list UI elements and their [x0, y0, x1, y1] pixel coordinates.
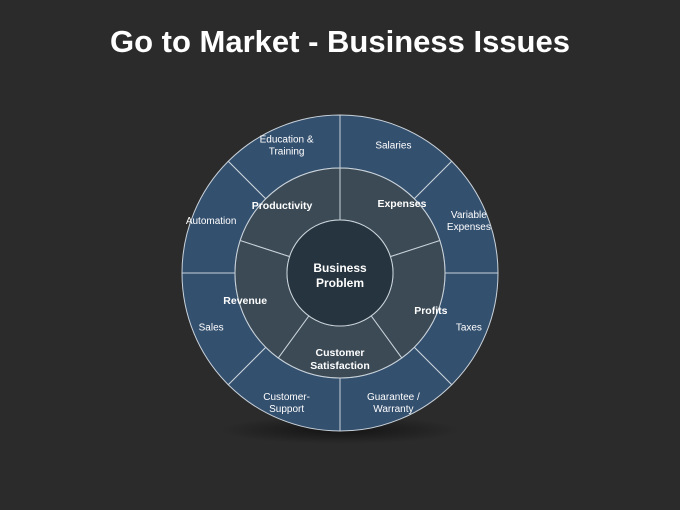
outer-label-customer-support-line: Customer-	[263, 392, 310, 403]
middle-label-expenses-line: Expenses	[377, 198, 426, 210]
middle-label-revenue-line: Revenue	[223, 295, 267, 307]
outer-label-sales-line: Sales	[199, 323, 224, 334]
outer-label-sales: Sales	[199, 323, 224, 334]
outer-label-variable-expenses-line: Variable	[451, 210, 487, 221]
outer-label-guarantee-warranty-line: Guarantee /	[367, 392, 420, 403]
slide-title: Go to Market - Business Issues	[110, 24, 570, 59]
middle-label-revenue: Revenue	[223, 295, 267, 307]
outer-label-guarantee-warranty-line: Warranty	[373, 404, 413, 415]
middle-label-productivity: Productivity	[252, 200, 313, 212]
core-label-business-problem-line: Business	[313, 261, 367, 275]
middle-label-productivity-line: Productivity	[252, 200, 313, 212]
outer-label-automation-line: Automation	[186, 216, 237, 227]
middle-label-customer-satisfaction-line: Customer	[315, 347, 364, 359]
middle-label-profits: Profits	[414, 305, 447, 317]
core-disc[interactable]	[286, 219, 394, 327]
outer-label-education-training-line: Training	[269, 146, 305, 157]
middle-label-expenses: Expenses	[377, 198, 426, 210]
outer-label-guarantee-warranty: Guarantee /Warranty	[367, 392, 420, 415]
core-label-business-problem-line: Problem	[316, 276, 364, 290]
outer-label-variable-expenses-line: Expenses	[447, 222, 491, 233]
outer-label-education-training-line: Education &	[260, 134, 314, 145]
outer-label-taxes-line: Taxes	[456, 323, 482, 334]
middle-label-customer-satisfaction-line: Satisfaction	[310, 360, 370, 372]
outer-label-salaries-line: Salaries	[375, 140, 411, 151]
outer-label-taxes: Taxes	[456, 323, 482, 334]
outer-label-education-training: Education &Training	[260, 134, 314, 157]
outer-label-customer-support: Customer-Support	[263, 392, 310, 415]
outer-label-salaries: Salaries	[375, 140, 411, 151]
outer-label-automation: Automation	[186, 216, 237, 227]
outer-label-customer-support-line: Support	[269, 404, 304, 415]
middle-label-profits-line: Profits	[414, 305, 447, 317]
